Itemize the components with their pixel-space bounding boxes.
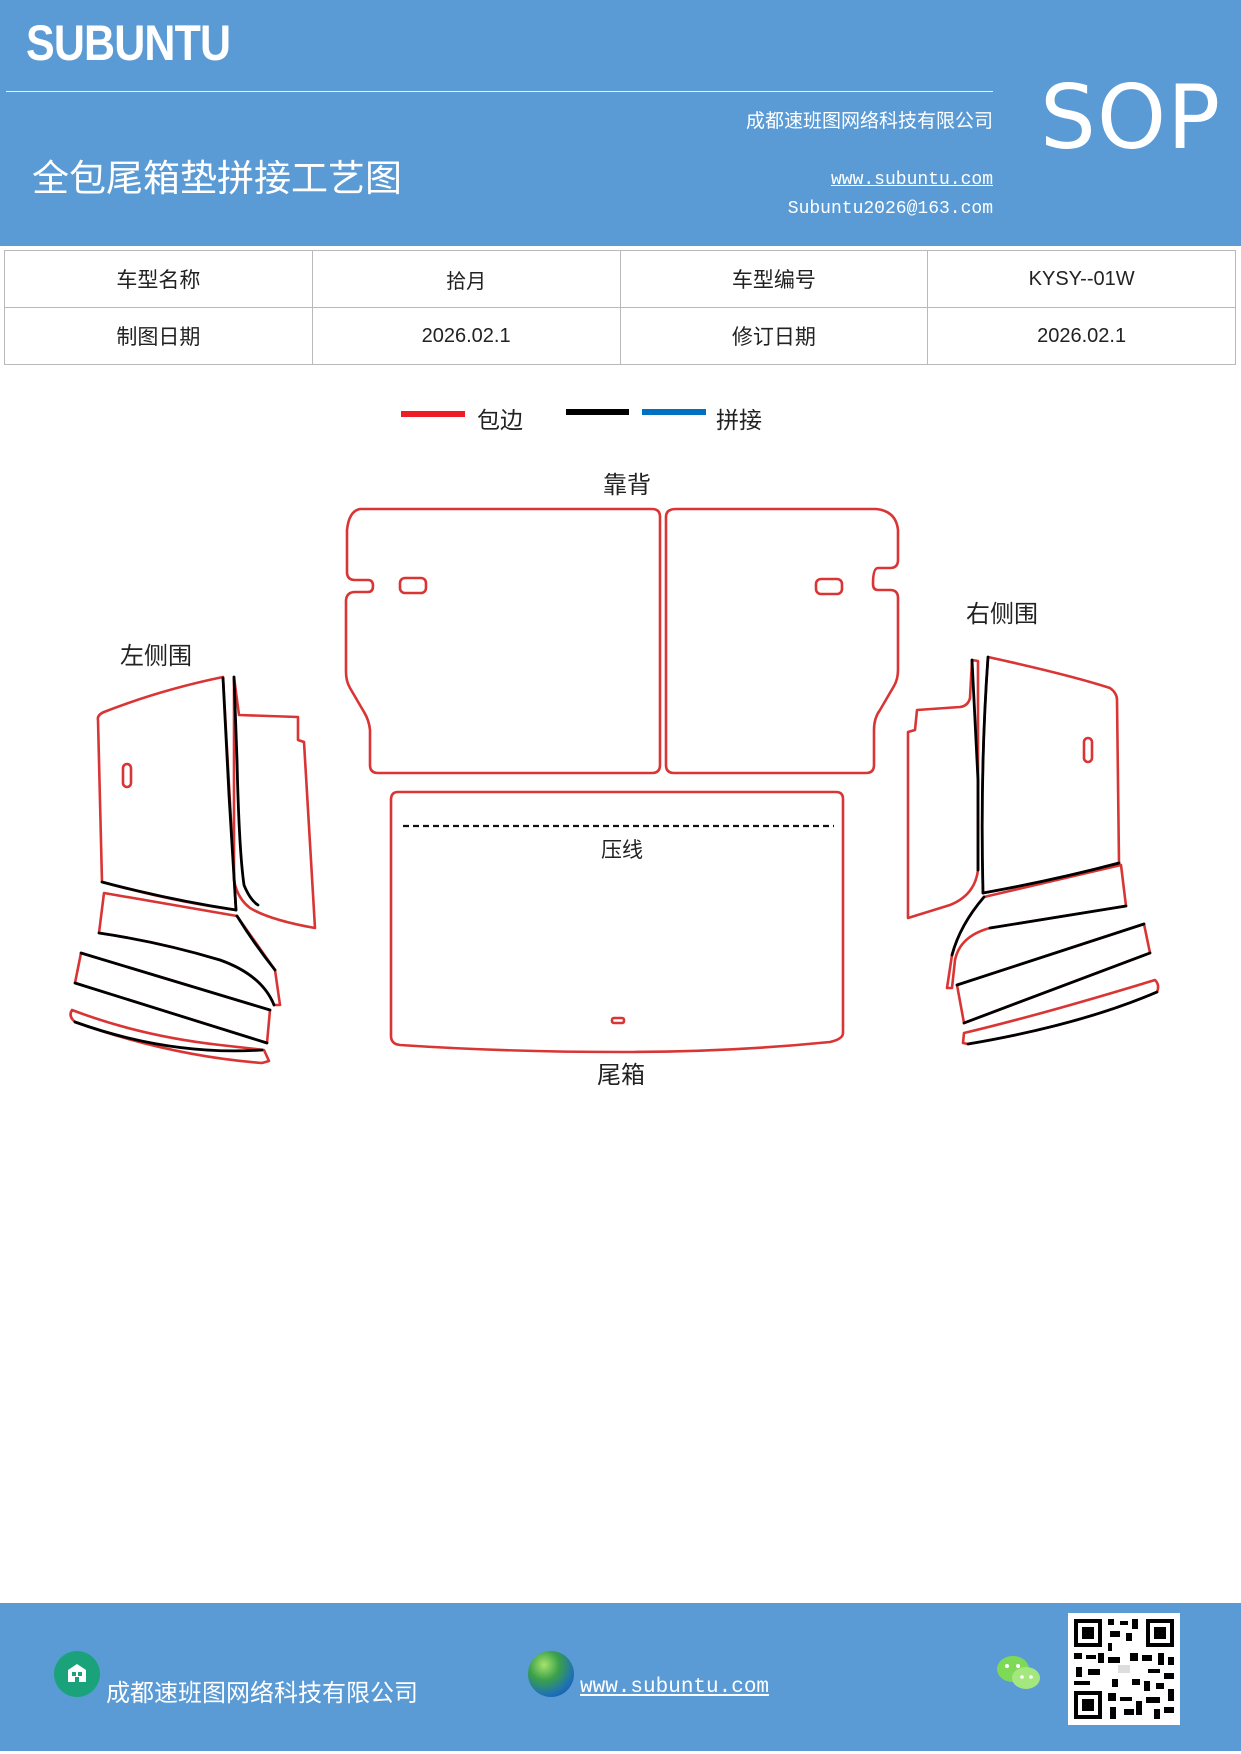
footer-website-link[interactable]: www.subuntu.com bbox=[580, 1676, 770, 1699]
backrest-left-slot bbox=[398, 576, 428, 595]
left-seam-7 bbox=[73, 981, 269, 1045]
label-model-code: 车型编号 bbox=[619, 250, 929, 308]
footer-company-name: 成都速班图网络科技有限公司 bbox=[106, 1679, 418, 1707]
left-seam-6 bbox=[79, 951, 272, 1012]
legend-label-splice: 拼接 bbox=[716, 408, 762, 434]
left-side-main bbox=[96, 675, 238, 912]
right-seam-2 bbox=[980, 655, 990, 895]
left-side-rear bbox=[232, 675, 317, 930]
table-row: 制图日期 2026.02.1 修订日期 2026.02.1 bbox=[4, 307, 1236, 365]
header-divider bbox=[6, 91, 993, 92]
right-side-strip-2 bbox=[955, 922, 1152, 1025]
left-seam-2 bbox=[232, 675, 260, 907]
brand-logo: SUBUNTU bbox=[26, 15, 231, 71]
label-backrest: 靠背 bbox=[603, 471, 651, 499]
right-side-slot bbox=[1082, 736, 1094, 764]
value-model-name: 拾月 bbox=[311, 250, 621, 308]
backrest-right-panel bbox=[664, 507, 900, 775]
label-trunk: 尾箱 bbox=[597, 1061, 645, 1089]
building-icon bbox=[54, 1651, 100, 1697]
label-left-side: 左侧围 bbox=[120, 642, 192, 670]
value-draw-date: 2026.02.1 bbox=[311, 307, 621, 365]
left-seam-1 bbox=[221, 676, 238, 912]
left-seam-4 bbox=[97, 931, 276, 1007]
sop-badge: SOP bbox=[1040, 66, 1222, 169]
label-model-name: 车型名称 bbox=[4, 250, 313, 308]
left-side-strip-3 bbox=[69, 1008, 271, 1065]
left-seam-5 bbox=[235, 914, 277, 972]
backrest-right-slot bbox=[814, 577, 844, 596]
right-seam-4 bbox=[988, 904, 1128, 930]
right-seam-1 bbox=[970, 658, 980, 872]
trunk-floor-panel bbox=[389, 790, 845, 1054]
website-link[interactable]: www.subuntu.com bbox=[830, 170, 993, 190]
left-side-strip-2 bbox=[73, 951, 272, 1045]
wechat-icon[interactable] bbox=[995, 1653, 1043, 1693]
trunk-floor-slot bbox=[610, 1016, 626, 1025]
legend-label-edge: 包边 bbox=[477, 408, 523, 434]
label-revision-date: 修订日期 bbox=[619, 307, 929, 365]
right-seam-7 bbox=[962, 951, 1152, 1025]
company-name: 成都速班图网络科技有限公司 bbox=[745, 110, 993, 132]
right-seam-8 bbox=[966, 990, 1159, 1046]
pattern-diagram: 包边 拼接 靠背 左侧围 右侧围 压线 尾箱 bbox=[69, 408, 1160, 1089]
label-right-side: 右侧围 bbox=[966, 600, 1038, 628]
globe-icon bbox=[528, 1651, 574, 1697]
right-side-rear bbox=[906, 658, 980, 920]
label-draw-date: 制图日期 bbox=[4, 307, 313, 365]
header-banner: SUBUNTU 成都速班图网络科技有限公司 全包尾箱垫拼接工艺图 www.sub… bbox=[0, 0, 1241, 246]
right-side-main bbox=[980, 655, 1121, 895]
qr-code bbox=[1068, 1613, 1180, 1725]
right-seam-3 bbox=[981, 861, 1121, 895]
right-seam-6 bbox=[955, 922, 1146, 987]
value-revision-date: 2026.02.1 bbox=[927, 307, 1236, 365]
email-address: Subuntu2026@163.com bbox=[787, 199, 993, 219]
label-press-line: 压线 bbox=[601, 838, 643, 862]
left-side-slot bbox=[121, 762, 133, 789]
backrest-left-panel bbox=[344, 507, 662, 775]
footer-banner: 成都速班图网络科技有限公司 www.subuntu.com bbox=[0, 1603, 1241, 1751]
left-seam-3 bbox=[100, 880, 238, 912]
left-seam-8 bbox=[73, 1020, 264, 1053]
info-table: 车型名称 拾月 车型编号 KYSY--01W 制图日期 2026.02.1 修订… bbox=[4, 250, 1236, 365]
document-title: 全包尾箱垫拼接工艺图 bbox=[32, 157, 402, 200]
right-seam-5 bbox=[950, 895, 986, 957]
